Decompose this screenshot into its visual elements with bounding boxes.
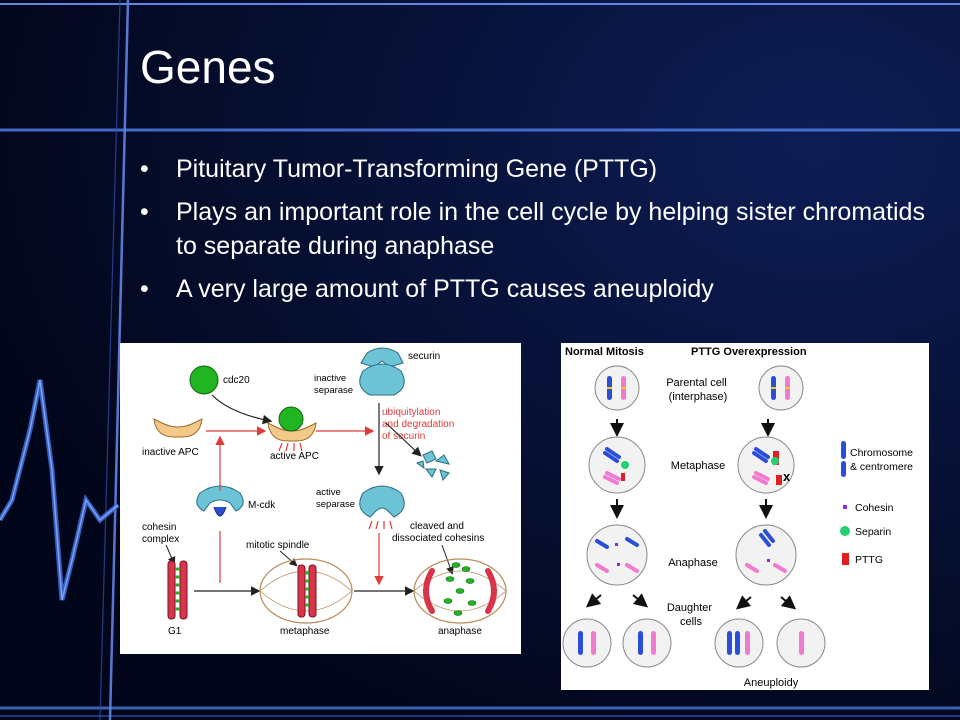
legend: Chromosome & centromere Cohesin Separin … <box>840 441 916 566</box>
metaphase-cell-icon <box>259 558 353 624</box>
anaphase-cell-normal-icon <box>586 524 648 586</box>
cohesin-legend-icon <box>843 505 847 509</box>
cdc20-label: cdc20 <box>223 375 250 386</box>
legend-separin-label: Separin <box>855 526 891 538</box>
metaphase-label: metaphase <box>280 626 330 637</box>
anaphase-label: Anaphase <box>668 557 718 569</box>
legend-cohesin-label: Cohesin <box>855 502 894 514</box>
legend-chromosome-label: Chromosome & centromere <box>850 447 916 473</box>
bullet-list: • Pituitary Tumor-Transforming Gene (PTTG… <box>140 152 930 315</box>
aneuploid-cell-icon <box>776 618 826 668</box>
inactive-separase-label: inactive separase <box>314 373 353 396</box>
daughter-cell-icon <box>622 618 672 668</box>
active-separase-icon <box>359 485 405 518</box>
metaphase-cell-pttg-icon <box>737 436 795 494</box>
inactive-apc-label: inactive APC <box>142 447 199 458</box>
parental-cell-label: Parental cell (interphase) <box>666 377 730 403</box>
inactive-apc-icon <box>153 418 203 438</box>
active-apc-label: active APC <box>270 451 319 462</box>
bullet-item: • A very large amount of PTTG causes aneu… <box>140 272 930 306</box>
g1-chromosome-icon <box>167 560 188 620</box>
pttg-legend-icon <box>842 553 849 565</box>
daughter-cell-icon <box>562 618 612 668</box>
legend-pttg-label: PTTG <box>855 554 883 566</box>
securin-label: securin <box>408 351 440 362</box>
mitotic-spindle-label: mitotic spindle <box>246 540 310 551</box>
cohesin-complex-label: cohesin complex <box>142 522 179 545</box>
metaphase-cell-normal-icon <box>588 436 646 494</box>
securin-fragments-icon <box>415 450 450 482</box>
parental-cell-normal-icon <box>594 365 640 411</box>
cdc20-icon <box>189 365 219 395</box>
inactive-separase-icon <box>359 363 405 396</box>
parental-cell-pttg-icon <box>758 365 804 411</box>
slide-title: Genes <box>140 41 276 93</box>
pttg-mitosis-figure: Normal Mitosis PTTG Overexpression Paren… <box>561 343 929 690</box>
pttg-overexpression-heading: PTTG Overexpression <box>691 346 807 358</box>
bullet-dot: • <box>140 275 149 303</box>
aneuploidy-label: Aneuploidy <box>744 677 799 689</box>
daughter-cells-label: Daughter cells <box>667 602 715 628</box>
bullet-item: • Pituitary Tumor-Transforming Gene (PTTG… <box>140 152 930 186</box>
separase-pathway-figure: cdc20 securin inactive separase ubiquity… <box>120 343 521 654</box>
bullet-text: Pituitary Tumor-Transforming Gene (PTTG) <box>176 155 658 183</box>
cleaved-cohesins-label: cleaved and dissociated cohesins <box>392 521 484 544</box>
aneuploid-cell-icon <box>714 618 764 668</box>
ubiquitylation-label: ubiquitylation and degradation of securi… <box>382 407 457 442</box>
bullet-item: • Plays an important role in the cell cyc… <box>140 195 930 263</box>
m-cdk-label: M-cdk <box>248 500 276 511</box>
cdc20-bound-icon <box>278 406 304 432</box>
active-separase-label: active separase <box>316 487 355 510</box>
anaphase-label: anaphase <box>438 626 482 637</box>
anaphase-cell-pttg-icon <box>735 524 797 586</box>
bullet-text: A very large amount of PTTG causes aneup… <box>176 275 714 303</box>
bullet-dot: • <box>140 198 149 226</box>
metaphase-label: Metaphase <box>671 460 725 472</box>
bullet-dot: • <box>140 155 149 183</box>
separin-legend-icon <box>840 526 850 536</box>
g1-label: G1 <box>168 626 182 637</box>
securin-icon <box>360 347 404 368</box>
m-cdk-icon <box>196 485 244 512</box>
normal-mitosis-heading: Normal Mitosis <box>565 346 644 358</box>
pttg-block-mark: x <box>783 469 791 484</box>
bullet-text: Plays an important role in the cell cycl… <box>176 198 925 260</box>
